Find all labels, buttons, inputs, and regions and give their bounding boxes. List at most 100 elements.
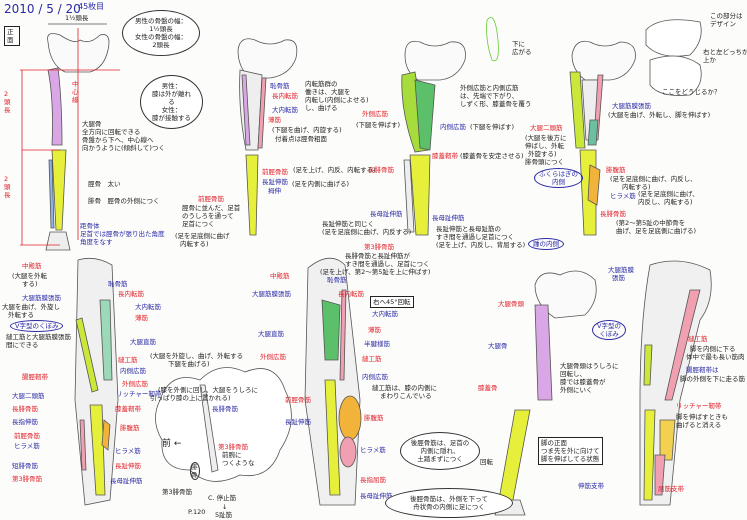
bubble-line: 膝は外が離れる	[152, 90, 191, 106]
label: 内反し、内転する)	[638, 198, 693, 206]
label: 縫工筋	[362, 355, 382, 363]
femur-head-note: 大腿骨頭はうしろに回転し、膝では膝蓋骨が外側にいく	[560, 362, 619, 394]
note-line: 外側にいく	[560, 386, 593, 394]
label: 恥骨筋	[270, 82, 290, 90]
label: 脛骨に並んだ、足首	[182, 204, 241, 212]
bubble-line: 後脛骨筋は、外側を下って	[410, 495, 488, 503]
label: 内転する)	[622, 183, 651, 191]
tibia-label: 脛骨 太い	[88, 180, 121, 188]
label: すき間を通過し、足首につく	[345, 260, 430, 268]
sketch-note: この部分はデザイン	[710, 12, 743, 28]
shin-length: 2頭長	[4, 175, 11, 199]
thigh-length: 2頭長	[4, 90, 11, 114]
fig4-side-leg	[569, 19, 702, 236]
label: 大内転筋	[135, 303, 161, 311]
label: 内転する)	[180, 240, 209, 248]
note-line: しずく形、膝蓋骨を覆う	[460, 100, 532, 108]
sketch-note: 右と左どっちが上か	[703, 48, 747, 64]
label: 外側広筋	[260, 353, 286, 361]
label: 内側広筋	[362, 373, 388, 381]
label: 大腿二頭筋	[12, 392, 45, 400]
label: ヒラメ筋	[360, 446, 386, 454]
label: 長趾伸筋と長母趾筋の	[436, 225, 501, 233]
note-line: 上か	[703, 56, 716, 64]
fibula-label: 腓骨 脛骨の外側につく	[88, 197, 160, 205]
bubble-line: 男性の骨盤の幅：	[135, 17, 187, 25]
note-line: 全方向に回転できる	[82, 128, 141, 136]
bubble-line: 2頭長	[152, 41, 170, 49]
small-note: 下に広がる	[512, 40, 532, 56]
label: 体中で最も長い筋肉	[686, 353, 745, 361]
label: (大腿を曲げ、外転し、脚を伸ばす)	[608, 111, 711, 119]
label: 曲げると消える	[676, 421, 722, 429]
v-hollow-oval: V字型のくぼみ	[592, 320, 626, 340]
label: 伸筋支帯	[578, 482, 604, 490]
calf-inner-oval: ふくらはぎの内側	[534, 168, 583, 188]
label: 5趾筋	[215, 511, 233, 519]
label: (足を内側に曲げる)	[292, 180, 350, 188]
heel-inner-oval: 踵の内側	[528, 238, 564, 250]
adductor-note: 内転筋群の働きは、大腿を内転し(内側によせる)し、曲げる	[305, 80, 369, 112]
label: 中殿筋	[270, 272, 290, 280]
note-line: 膝では膝蓋骨が	[560, 378, 606, 386]
fig5-front-muscles-leg	[74, 257, 119, 506]
label: 脚の外側を下に走る筋	[680, 375, 745, 383]
bubble-line: 内側に隠れ、	[420, 447, 460, 455]
label: 恥骨筋	[327, 276, 347, 284]
note-line: 内側	[552, 178, 565, 186]
label: (膝蓋骨を安定させる)	[460, 152, 524, 160]
note-line: 脚を伸ばしてる状態	[541, 455, 600, 463]
label: 大内転筋	[272, 106, 298, 114]
rotate-45-box: 右へ45°回転	[370, 296, 414, 308]
fig2-adductors-leg	[237, 38, 298, 236]
label: (足を上げ、第2〜第5趾を上に伸ばす)	[320, 268, 431, 276]
label: のうしろを通って	[182, 212, 234, 220]
label: 縫工筋	[118, 356, 138, 364]
fig6-45deg-leg	[304, 257, 362, 506]
fig8-side-muscles-leg	[639, 260, 712, 506]
label: 内側広筋	[440, 123, 466, 131]
label: 大内転筋	[372, 310, 398, 318]
label: 付着点は脛骨粗面	[275, 135, 327, 143]
label: 腓腹筋	[120, 424, 140, 432]
label: 薄筋	[368, 326, 381, 334]
label: 長母趾伸筋	[110, 477, 143, 485]
label: 大腿二頭筋	[530, 124, 563, 132]
label: 腸脛靭帯は	[686, 366, 719, 374]
label: 薄筋	[135, 314, 148, 322]
label: 長趾伸筋	[285, 418, 311, 426]
note-line: V字型の	[597, 322, 621, 330]
label: (足を上げ、内反、内転する)	[293, 166, 376, 174]
quad-note: 外側広筋と内側広筋は、先端で下がり、しずく形、膝蓋骨を覆う	[460, 84, 531, 108]
note-line: 向かうように(傾斜して)つく	[82, 144, 165, 152]
note-line: デザイン	[710, 20, 736, 28]
label: (大腿を後方に	[525, 134, 567, 142]
label: 長腓骨筋	[600, 210, 626, 218]
note-line: 大腿骨	[82, 120, 102, 128]
label: (足を足底側に曲げ、内反する)	[322, 228, 412, 236]
bubble-line: 後脛骨筋は、足首の	[410, 439, 470, 447]
label: 外側広筋	[122, 380, 148, 388]
note-line: つま先を外に向けて	[541, 447, 600, 455]
note-line: くぼみ	[599, 330, 619, 338]
label: C. 停止筋	[208, 494, 237, 502]
tibialis-posterior-bubble: 後脛骨筋は、足首の内側に隠れ、土踏まずにつく	[400, 432, 480, 470]
note-line: は、先端で下がり、	[460, 92, 519, 100]
note-line: 足首では脛骨が張り出た角度	[80, 230, 165, 238]
label: 屈筋支帯	[658, 485, 684, 493]
label: 大腿直筋	[130, 338, 156, 346]
label: 長趾伸筋	[115, 462, 141, 470]
label: 縫工筋	[688, 335, 708, 343]
label: 腸脛靭帯	[22, 373, 48, 381]
label: 大腿筋膜	[608, 266, 634, 274]
label: すき間を通過し足首につく	[436, 233, 514, 241]
label: 縫工筋と大腿筋膜張筋	[6, 333, 71, 341]
label: 脚を伸ばすときも	[676, 413, 728, 421]
label: 第3腓骨筋	[12, 475, 43, 483]
label: 下腿を曲げる)	[168, 360, 210, 368]
fig3-quadriceps-leg	[401, 40, 466, 236]
sketch-note: ここをどうじるか？	[662, 88, 721, 96]
note-line: 外側広筋と内側広筋	[460, 84, 519, 92]
